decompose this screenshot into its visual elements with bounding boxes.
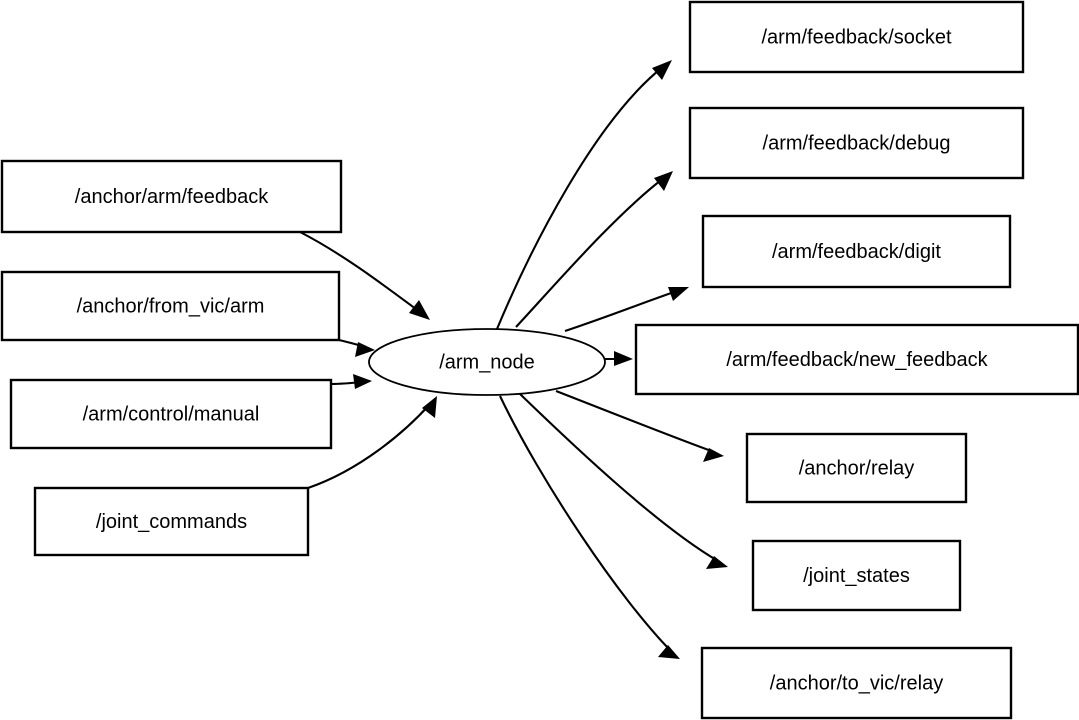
arrowhead-icon — [658, 645, 680, 659]
arrowhead-icon — [355, 342, 375, 357]
topic-label: /anchor/to_vic/relay — [770, 672, 943, 694]
topic-box-arm-control-manual[interactable]: /arm/control/manual — [9, 378, 333, 450]
arrowhead-icon — [706, 556, 728, 569]
edge-line — [555, 390, 715, 453]
topic-box-shape — [9, 378, 333, 450]
topic-box-shape — [688, 106, 1025, 180]
arrowhead-icon — [703, 448, 724, 462]
topic-box-arm-feedback-digit[interactable]: /arm/feedback/digit — [701, 214, 1012, 289]
edges-layer — [299, 60, 728, 659]
arrowhead-icon — [353, 374, 372, 389]
node-ellipse-shape — [368, 328, 606, 396]
graph-edge — [555, 390, 724, 462]
graph-edge — [515, 171, 673, 328]
topic-box-shape — [688, 0, 1025, 74]
graph-edge — [307, 396, 437, 489]
arrowhead-icon — [652, 60, 672, 80]
topic-box-arm-feedback-socket[interactable]: /arm/feedback/socket — [688, 0, 1025, 74]
arrowhead-icon — [654, 171, 673, 191]
topic-label: /arm/feedback/new_feedback — [726, 349, 988, 371]
graph-edge — [605, 351, 633, 366]
topic-box-shape — [0, 159, 343, 234]
graph-edge — [496, 60, 672, 330]
topic-label: /joint_states — [803, 565, 910, 587]
topic-box-anchor-from-vic-arm[interactable]: /anchor/from_vic/arm — [0, 270, 341, 342]
edge-line — [307, 403, 431, 489]
edge-line — [299, 231, 425, 316]
topic-label: /joint_commands — [96, 511, 247, 533]
topic-box-anchor-arm-feedback[interactable]: /anchor/arm/feedback — [0, 159, 343, 234]
topic-label: /arm/control/manual — [83, 403, 260, 425]
graph-edge — [338, 338, 375, 357]
topic-label: /anchor/relay — [799, 457, 915, 479]
topic-box-anchor-to-vic-relay[interactable]: /anchor/to_vic/relay — [700, 646, 1013, 720]
edge-line — [499, 395, 673, 653]
node-arm_node[interactable]: /arm_node — [368, 328, 606, 396]
topic-label: /arm/feedback/debug — [763, 132, 951, 154]
topic-box-shape — [634, 323, 1079, 396]
topic-box-joint-commands[interactable]: /joint_commands — [33, 486, 310, 557]
graph-edge — [330, 374, 372, 389]
topic-box-shape — [745, 432, 968, 504]
graph-edge — [499, 395, 680, 659]
edge-line — [515, 176, 666, 328]
edge-line — [496, 65, 665, 330]
topic-label: /anchor/from_vic/arm — [77, 295, 265, 317]
topic-box-joint-states[interactable]: /joint_states — [751, 539, 962, 612]
topic-box-shape — [701, 214, 1012, 289]
graph-edge — [564, 287, 689, 332]
topic-label: /anchor/arm/feedback — [75, 186, 269, 208]
edge-line — [519, 393, 719, 562]
graph-edge — [299, 231, 430, 320]
topic-box-shape — [751, 539, 962, 612]
edge-line — [564, 289, 681, 332]
arrowhead-icon — [668, 287, 689, 301]
topic-label: /arm/feedback/digit — [772, 241, 941, 263]
graph-edge — [519, 393, 728, 569]
topic-box-shape — [0, 270, 341, 342]
topic-box-shape — [700, 646, 1013, 720]
arrowhead-icon — [422, 396, 437, 418]
arrowhead-icon — [614, 351, 633, 366]
topic-box-arm-feedback-debug[interactable]: /arm/feedback/debug — [688, 106, 1025, 180]
topic-label: /arm/feedback/socket — [761, 26, 952, 48]
topic-box-anchor-relay[interactable]: /anchor/relay — [745, 432, 968, 504]
topic-box-arm-feedback-new-feedback[interactable]: /arm/feedback/new_feedback — [634, 323, 1079, 396]
node-label: /arm_node — [439, 351, 535, 373]
topic-box-shape — [33, 486, 310, 557]
arrowhead-icon — [409, 300, 430, 320]
